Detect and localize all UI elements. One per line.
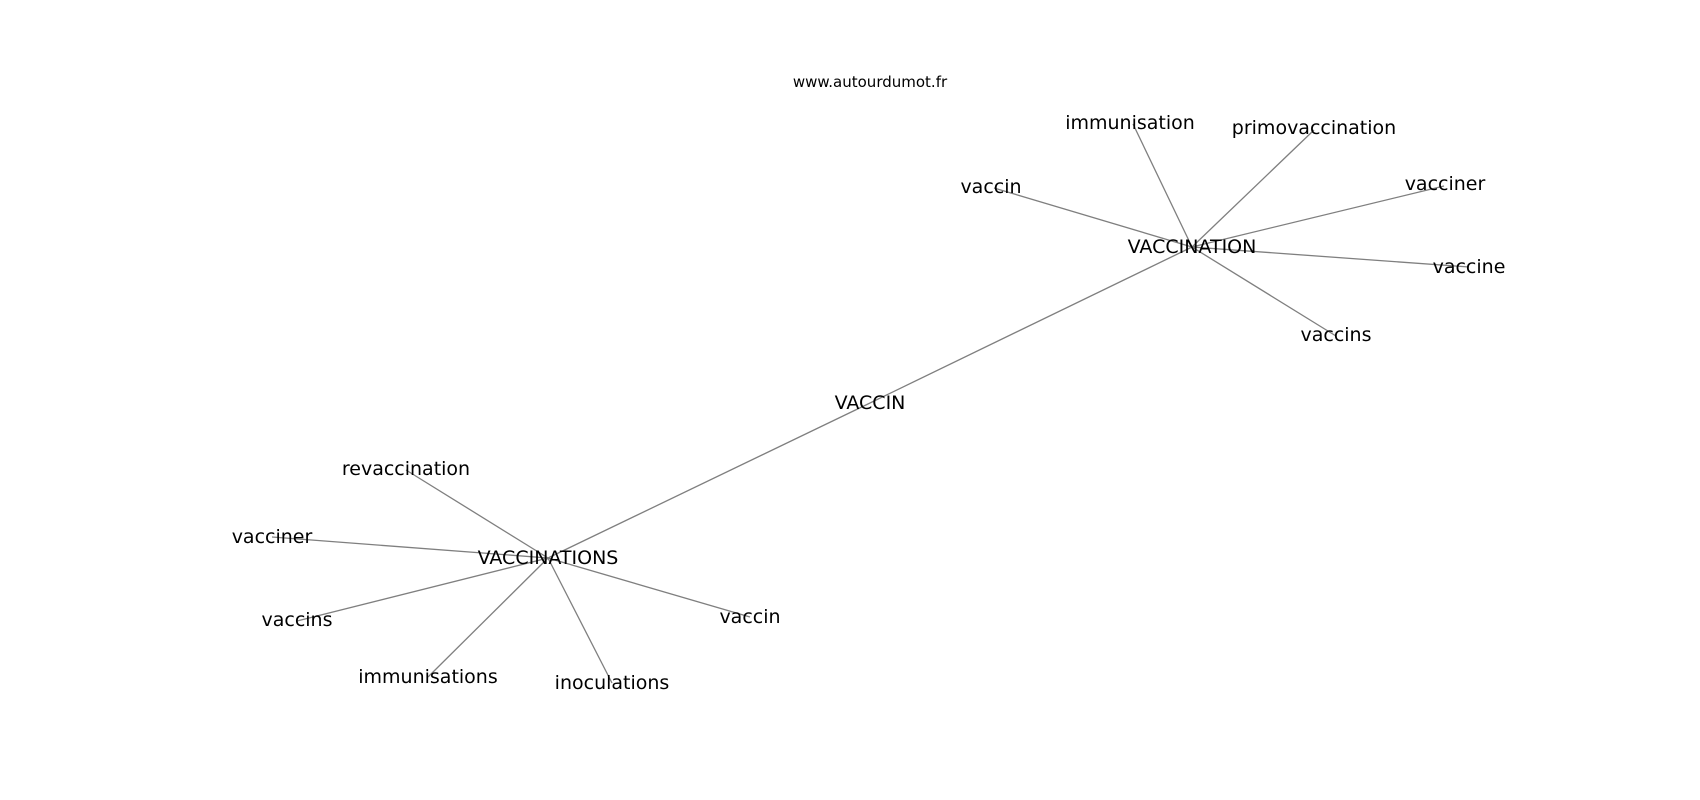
node-vaccination-immunisation: immunisation — [1065, 112, 1195, 134]
node-vaccinations-inoculations: inoculations — [555, 672, 670, 694]
node-hub-vaccination: VACCINATION — [1128, 236, 1257, 258]
edge-vaccinations-vaccin — [547, 557, 751, 618]
node-vaccination-vacciner: vacciner — [1405, 173, 1486, 195]
node-vaccinations-vaccin: vaccin — [719, 606, 780, 628]
edge-vaccination-primovaccination — [1191, 129, 1315, 248]
edge-vaccin-vaccination — [869, 246, 1193, 404]
node-vaccination-vaccin: vaccin — [960, 176, 1021, 198]
watermark-text: www.autourdumot.fr — [793, 73, 948, 91]
node-center: VACCIN — [835, 392, 906, 414]
edge-vaccinations-revaccination — [405, 469, 549, 559]
edge-vaccinations-immunisations — [427, 557, 549, 678]
node-hub-vaccinations: VACCINATIONS — [478, 547, 619, 569]
node-vaccinations-revaccination: revaccination — [342, 458, 470, 480]
edge-vaccin-vaccinations — [547, 402, 871, 559]
node-vaccinations-vacciner: vacciner — [232, 526, 313, 548]
node-vaccination-vaccins: vaccins — [1301, 324, 1372, 346]
edge-vaccinations-vacciner — [271, 536, 549, 559]
edge-vaccination-vaccin — [993, 187, 1193, 248]
edge-vaccination-vacciner — [1191, 185, 1445, 248]
graph-edges — [271, 123, 1470, 684]
edge-vaccination-immunisation — [1132, 123, 1193, 248]
edge-vaccination-vaccins — [1191, 246, 1337, 337]
edge-vaccinations-inoculations — [547, 557, 613, 684]
node-vaccination-primovaccination: primovaccination — [1232, 117, 1396, 139]
node-vaccinations-immunisations: immunisations — [358, 666, 498, 688]
edge-vaccination-vaccine — [1191, 246, 1470, 268]
node-vaccinations-vaccins: vaccins — [262, 609, 333, 631]
edge-vaccinations-vaccins — [296, 557, 549, 622]
node-vaccination-vaccine: vaccine — [1433, 256, 1506, 278]
graph-labels: www.autourdumot.fr VACCIN VACCINATION im… — [232, 73, 1506, 694]
